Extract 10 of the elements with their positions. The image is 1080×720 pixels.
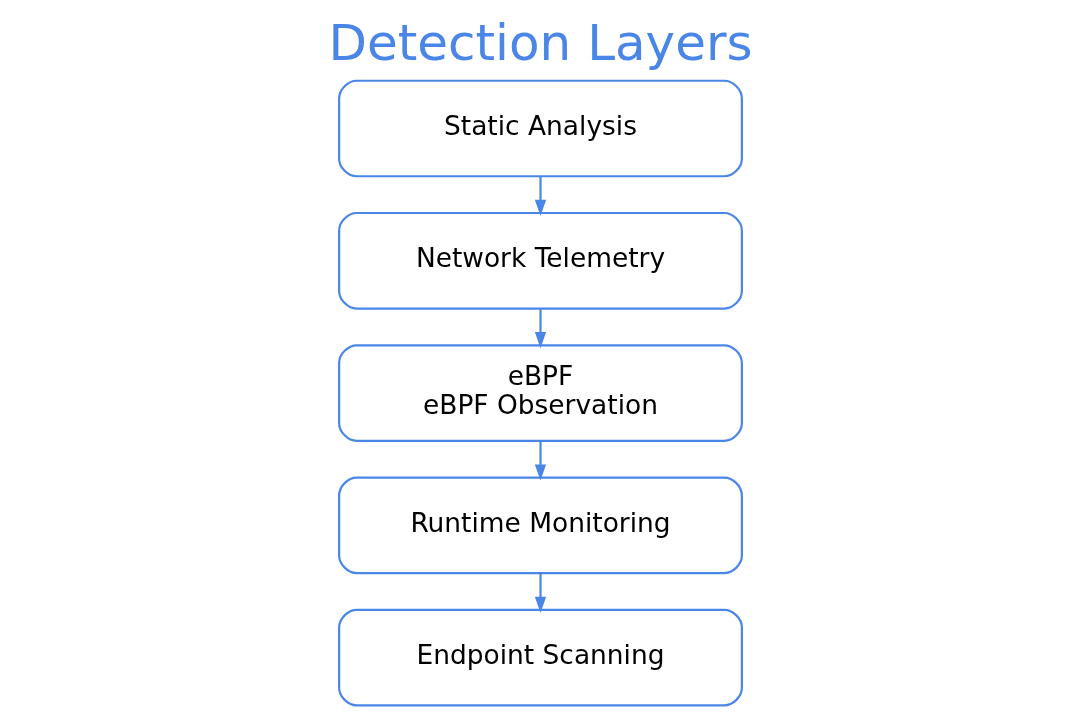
node-box: Network Telemetry xyxy=(337,211,743,310)
diagram-title: Detection Layers xyxy=(328,14,752,73)
arrow xyxy=(534,308,546,349)
node-box: Endpoint Scanning xyxy=(337,608,743,707)
arrow xyxy=(534,441,546,481)
arrow xyxy=(534,573,546,613)
arrow xyxy=(534,176,546,216)
node-box: Static Analysis xyxy=(337,79,743,178)
node-box: Runtime Monitoring xyxy=(337,476,743,575)
node-box: eBPF eBPF Observation xyxy=(337,344,743,442)
